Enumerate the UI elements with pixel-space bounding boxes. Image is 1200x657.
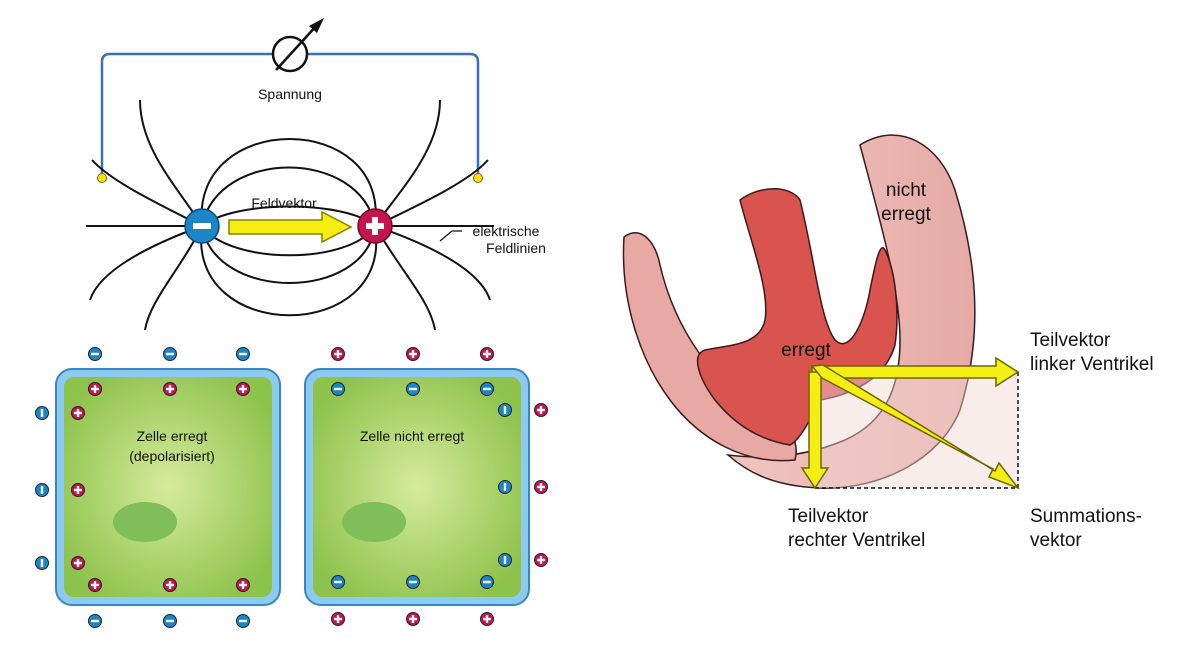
field-lines-label-1: elektrische	[473, 223, 540, 239]
field-lines-pointer	[439, 230, 462, 242]
minus-ion-icon	[35, 556, 49, 570]
plus-ion-icon	[236, 578, 250, 592]
plus-ion-icon	[331, 612, 345, 626]
minus-ion-icon	[331, 382, 345, 396]
electrode-left	[97, 173, 107, 183]
plus-ion-icon	[236, 382, 250, 396]
right-vector-label-2: rechter Ventrikel	[788, 530, 925, 551]
voltage-label: Spannung	[258, 86, 322, 102]
summation-vector	[810, 364, 1021, 490]
minus-ion-icon	[480, 382, 494, 396]
plus-ion-icon	[71, 483, 85, 497]
excited-label: erregt	[781, 340, 831, 361]
field-diagram: Spannung elektrische Feldlinien Feldve	[86, 18, 546, 331]
minus-charge-icon	[184, 208, 220, 244]
plus-ion-icon	[71, 556, 85, 570]
sum-vector-label-1: Summations-	[1030, 506, 1142, 527]
minus-ion-icon	[498, 480, 512, 494]
plus-ion-icon	[406, 347, 420, 361]
heart-diagram: erregt nicht erregt Teilvektor linker Ve…	[622, 134, 1154, 551]
cell-excited: Zelle erregt (depolarisiert)	[55, 368, 281, 606]
right-ventricle-vector	[800, 371, 830, 490]
plus-ion-icon	[163, 382, 177, 396]
minus-ion-icon	[35, 406, 49, 420]
cell-nucleus	[113, 502, 177, 542]
minus-ion-icon	[88, 614, 102, 628]
ventricle-resting-wall	[725, 134, 976, 489]
plus-ion-icon	[71, 406, 85, 420]
field-vector-arrow	[228, 210, 353, 244]
minus-ion-icon	[88, 347, 102, 361]
minus-ion-icon	[480, 575, 494, 589]
minus-ion-icon	[406, 382, 420, 396]
minus-ion-icon	[331, 575, 345, 589]
minus-ion-icon	[406, 575, 420, 589]
electrode-right	[473, 173, 483, 183]
minus-ion-icon	[498, 403, 512, 417]
sum-vector-label-2: vektor	[1030, 530, 1082, 551]
minus-ion-icon	[163, 347, 177, 361]
plus-ion-icon	[534, 403, 548, 417]
plus-ion-icon	[534, 480, 548, 494]
plus-ion-icon	[88, 382, 102, 396]
cell-resting: Zelle nicht erregt	[304, 368, 530, 606]
field-lines-label-2: Feldlinien	[486, 240, 546, 256]
cell-excited-label-2: (depolarisiert)	[129, 448, 215, 464]
plus-ion-icon	[163, 578, 177, 592]
plus-charge-icon	[357, 208, 393, 244]
plus-ion-icon	[406, 612, 420, 626]
not-excited-label-1: nicht	[886, 180, 927, 201]
not-excited-label-2: erregt	[881, 204, 931, 225]
field-vector-label: Feldvektor	[251, 195, 317, 211]
plus-ion-icon	[534, 553, 548, 567]
plus-ion-icon	[88, 578, 102, 592]
cell-nucleus	[342, 502, 406, 542]
plus-ion-icon	[331, 347, 345, 361]
field-lines	[86, 99, 494, 331]
cell-resting-label: Zelle nicht erregt	[360, 428, 464, 444]
minus-ion-icon	[35, 483, 49, 497]
right-vector-label-1: Teilvektor	[788, 506, 869, 527]
left-vector-label-1: Teilvektor	[1030, 330, 1111, 351]
minus-ion-icon	[236, 347, 250, 361]
left-vector-label-2: linker Ventrikel	[1030, 354, 1154, 375]
ion-charges	[35, 347, 548, 628]
minus-ion-icon	[163, 614, 177, 628]
minus-ion-icon	[498, 553, 512, 567]
minus-ion-icon	[236, 614, 250, 628]
voltmeter-icon	[271, 18, 324, 73]
plus-ion-icon	[480, 612, 494, 626]
ventricle-left-wall	[622, 232, 797, 462]
cell-excited-label-1: Zelle erregt	[137, 428, 208, 444]
plus-ion-icon	[480, 347, 494, 361]
